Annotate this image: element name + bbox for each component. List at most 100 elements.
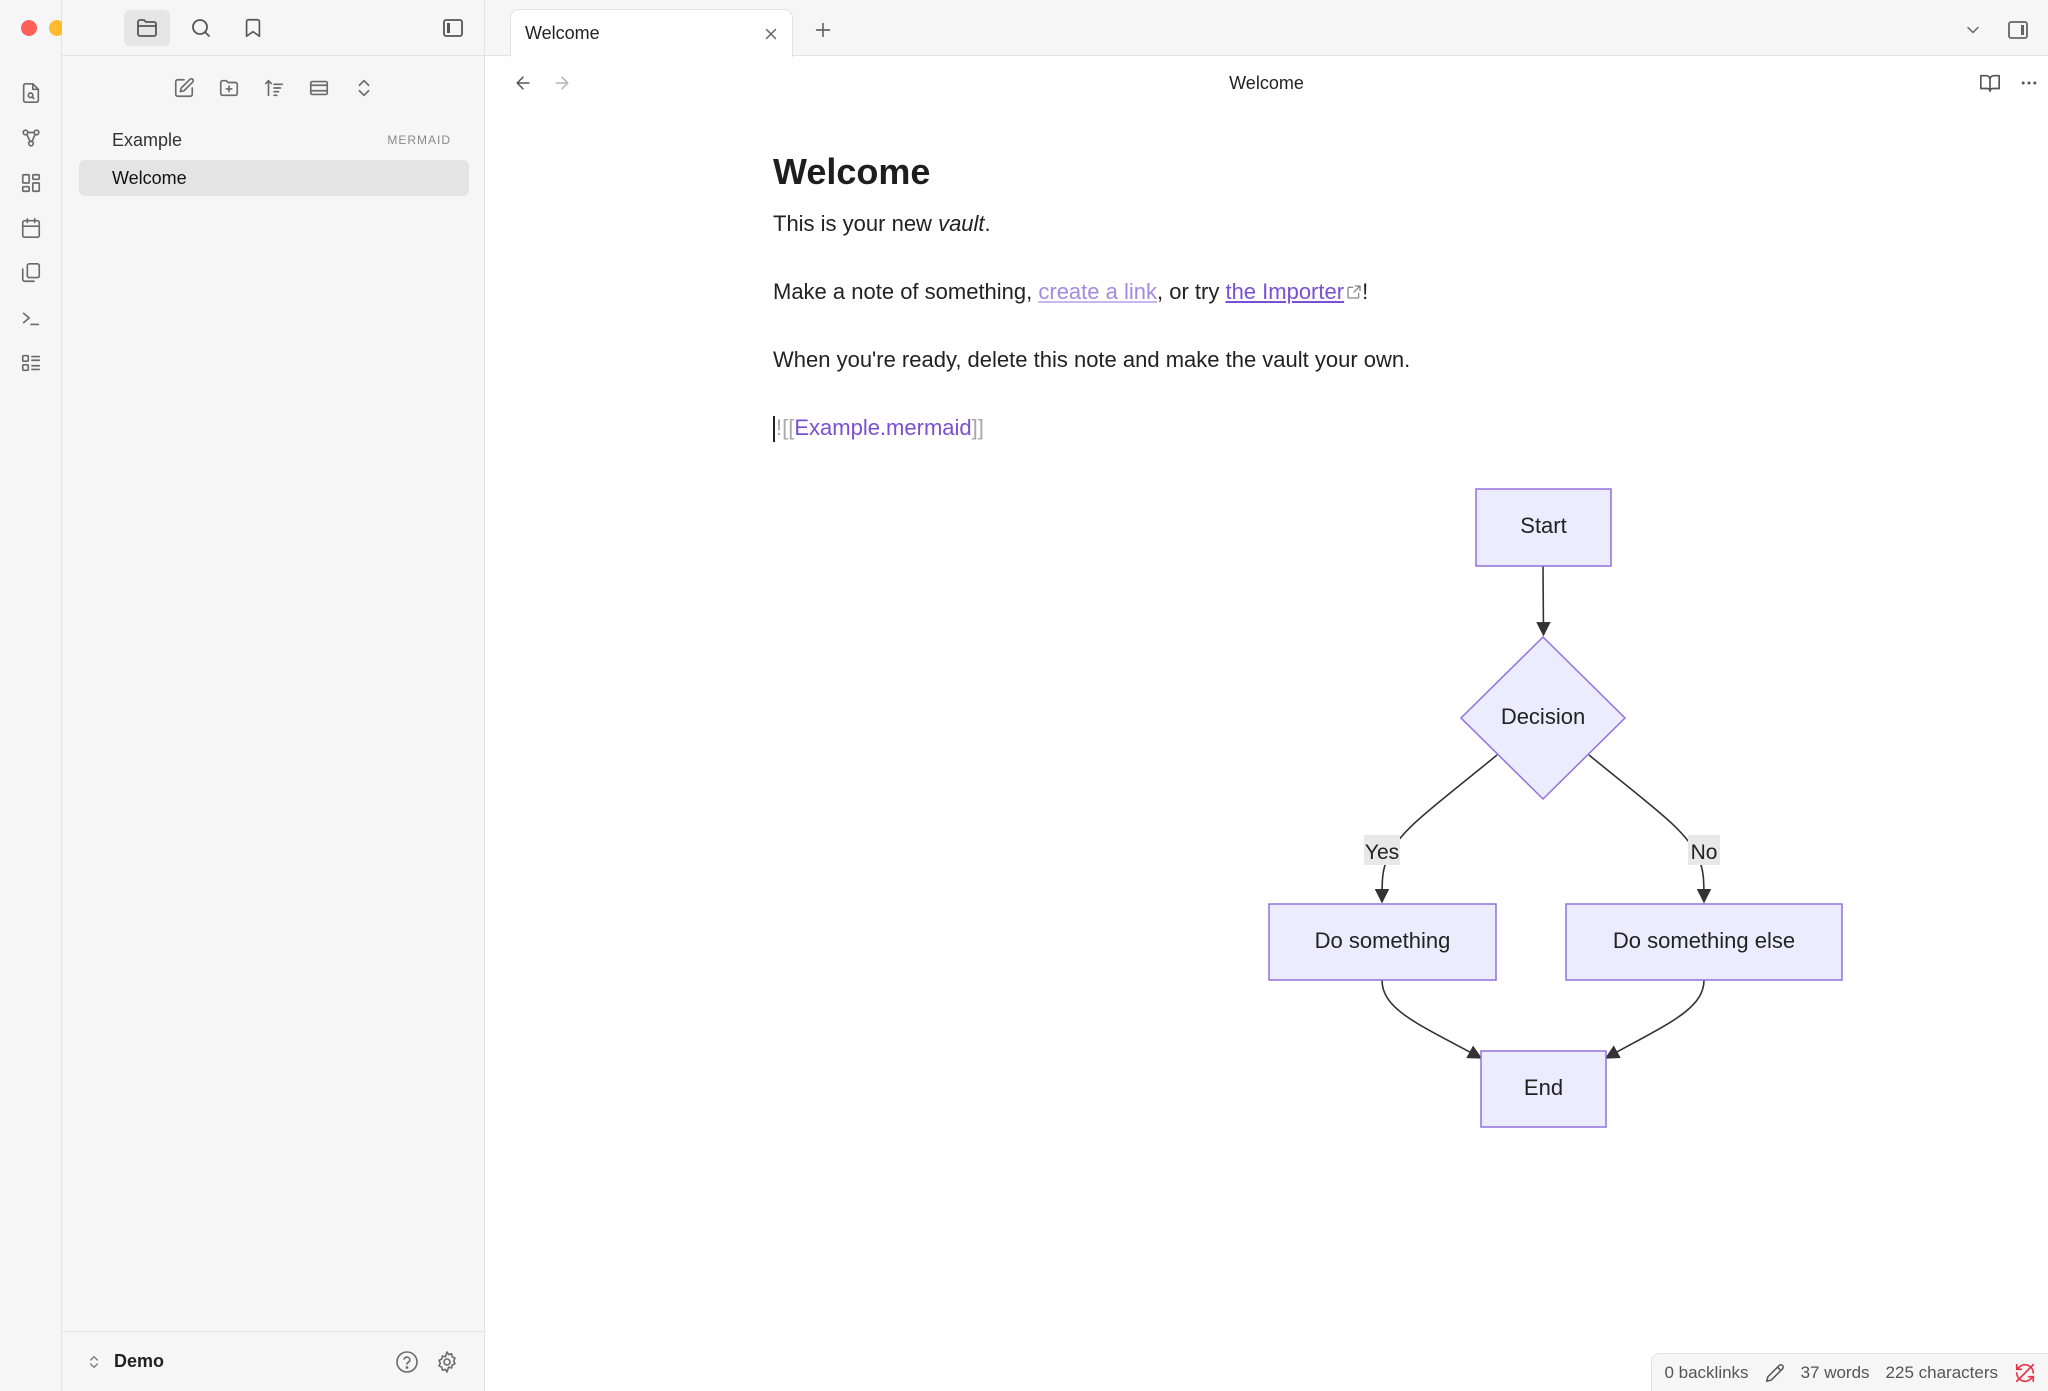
search-tab[interactable]	[178, 10, 224, 46]
graph-view-icon[interactable]	[0, 115, 62, 160]
new-note-button[interactable]	[166, 70, 202, 106]
emphasis-text: vault	[938, 211, 985, 236]
text: !	[1362, 279, 1369, 304]
new-tab-button[interactable]	[805, 12, 841, 48]
settings-button[interactable]	[427, 1342, 467, 1382]
vault-switcher[interactable]: Demo	[86, 1351, 387, 1372]
internal-link-create-a-link[interactable]: create a link	[1038, 279, 1157, 304]
vault-name: Demo	[114, 1351, 165, 1371]
search-icon	[192, 19, 210, 37]
node-do-something	[1268, 903, 1497, 981]
terminal-icon[interactable]	[0, 295, 62, 340]
edge-do-something-else-end	[1604, 979, 1705, 1059]
more-horizontal-icon	[2021, 81, 2037, 85]
embed-target[interactable]: Example.mermaid	[794, 415, 972, 440]
sidebar-header	[62, 0, 485, 56]
right-sidebar-toggle-button[interactable]	[1998, 10, 2038, 50]
view-title[interactable]: Welcome	[1229, 72, 1304, 93]
text: This is your new	[773, 211, 939, 236]
node-start-label: Start	[1520, 513, 1566, 538]
book-open-icon	[1980, 74, 2000, 93]
link-text: the Importer	[1225, 279, 1345, 304]
edge-do-something-end	[1381, 979, 1483, 1059]
node-do-something-label: Do something	[1315, 928, 1451, 953]
file-item-welcome[interactable]: Welcome	[79, 160, 469, 196]
forward-button[interactable]	[544, 65, 580, 101]
paragraph-3: When you're ready, delete this note and …	[773, 347, 1411, 372]
sync-status-button[interactable]	[2014, 1362, 2036, 1384]
word-count: 37 words	[1800, 1362, 1870, 1382]
gear-icon	[438, 1350, 456, 1373]
new-folder-icon	[219, 79, 238, 97]
edge-start-decision	[1536, 565, 1551, 637]
tab-title: Welcome	[525, 23, 600, 43]
edge-label-no: No	[1691, 841, 1718, 864]
quick-switcher-icon[interactable]	[0, 70, 62, 115]
new-folder-button[interactable]	[211, 70, 247, 106]
sort-button[interactable]	[256, 70, 292, 106]
edge-label-yes: Yes	[1365, 841, 1399, 864]
window-close-button[interactable]	[21, 20, 37, 36]
close-tab-button[interactable]	[762, 25, 780, 43]
close-icon	[765, 28, 777, 39]
backlinks-count[interactable]: 0 backlinks	[1664, 1362, 1749, 1382]
more-options-button[interactable]	[2011, 65, 2047, 101]
help-icon	[396, 1350, 418, 1373]
note-editor[interactable]: Welcome This is your new vault. Make a n…	[773, 150, 1673, 464]
file-name: Example	[112, 129, 183, 150]
tab-welcome[interactable]: Welcome	[510, 9, 793, 57]
embed-link-line[interactable]: ![[Example.mermaid]]	[773, 412, 1673, 444]
status-bar: 0 backlinks 37 words 225 characters	[1651, 1353, 2048, 1391]
right-sidebar-icon	[2008, 21, 2028, 39]
file-item-example[interactable]: Example MERMAID	[79, 122, 469, 158]
arrow-right-icon	[555, 76, 569, 90]
sidebar-footer: Demo	[62, 1331, 485, 1391]
node-end-label: End	[1524, 1075, 1563, 1100]
text: Make a note of something,	[773, 279, 1039, 304]
new-note-icon	[174, 77, 194, 98]
bookmarks-tab[interactable]	[230, 10, 276, 46]
node-end	[1480, 1050, 1607, 1128]
character-count: 225 characters	[1885, 1362, 1998, 1382]
node-start	[1475, 488, 1612, 567]
files-tab[interactable]	[124, 10, 170, 46]
file-explorer-toolbar	[62, 70, 485, 106]
node-decision	[1459, 635, 1627, 801]
text: .	[984, 211, 991, 236]
sort-icon	[264, 79, 283, 97]
calendar-icon[interactable]	[0, 205, 62, 250]
plus-icon	[815, 22, 831, 38]
canvas-icon[interactable]	[0, 160, 62, 205]
paragraph-1: This is your new vault.	[773, 208, 1673, 240]
paragraph-2: Make a note of something, create a link,…	[773, 276, 1673, 308]
tab-list-button[interactable]	[1955, 12, 1991, 48]
bookmark-icon	[245, 18, 261, 38]
outline-icon[interactable]	[0, 340, 62, 385]
ribbon	[0, 0, 93, 1391]
embed-open-bracket: ![[	[776, 415, 795, 440]
edge-decision-no	[1588, 754, 1712, 904]
expand-all-button[interactable]	[346, 70, 382, 106]
sync-error-icon	[2015, 1363, 2035, 1382]
arrow-left-icon	[516, 76, 530, 90]
templates-icon[interactable]	[0, 250, 62, 295]
help-button[interactable]	[387, 1342, 427, 1382]
view-title-container: Welcome	[485, 57, 2048, 109]
edge-label-no-bg	[1688, 835, 1720, 865]
window-minimize-button[interactable]	[49, 20, 65, 36]
pencil-icon	[1765, 1363, 1784, 1382]
text-cursor	[773, 416, 775, 443]
file-tree: Example MERMAID Welcome	[79, 122, 469, 198]
reading-view-button[interactable]	[1972, 65, 2008, 101]
mermaid-flowchart: Yes No Start Decision Do something Do so…	[1268, 488, 1843, 1128]
auto-reveal-button[interactable]	[301, 70, 337, 106]
chevron-down-icon	[1967, 26, 1979, 34]
embed-close-bracket: ]]	[971, 415, 984, 440]
auto-reveal-icon	[309, 80, 328, 96]
file-name: Welcome	[112, 167, 187, 188]
editing-mode-button[interactable]	[1765, 1363, 1785, 1383]
sidebar-toggle-button[interactable]	[430, 10, 476, 46]
chevrons-up-down-icon	[358, 79, 369, 97]
external-link-importer[interactable]: the Importer	[1225, 279, 1362, 304]
back-button[interactable]	[505, 65, 541, 101]
